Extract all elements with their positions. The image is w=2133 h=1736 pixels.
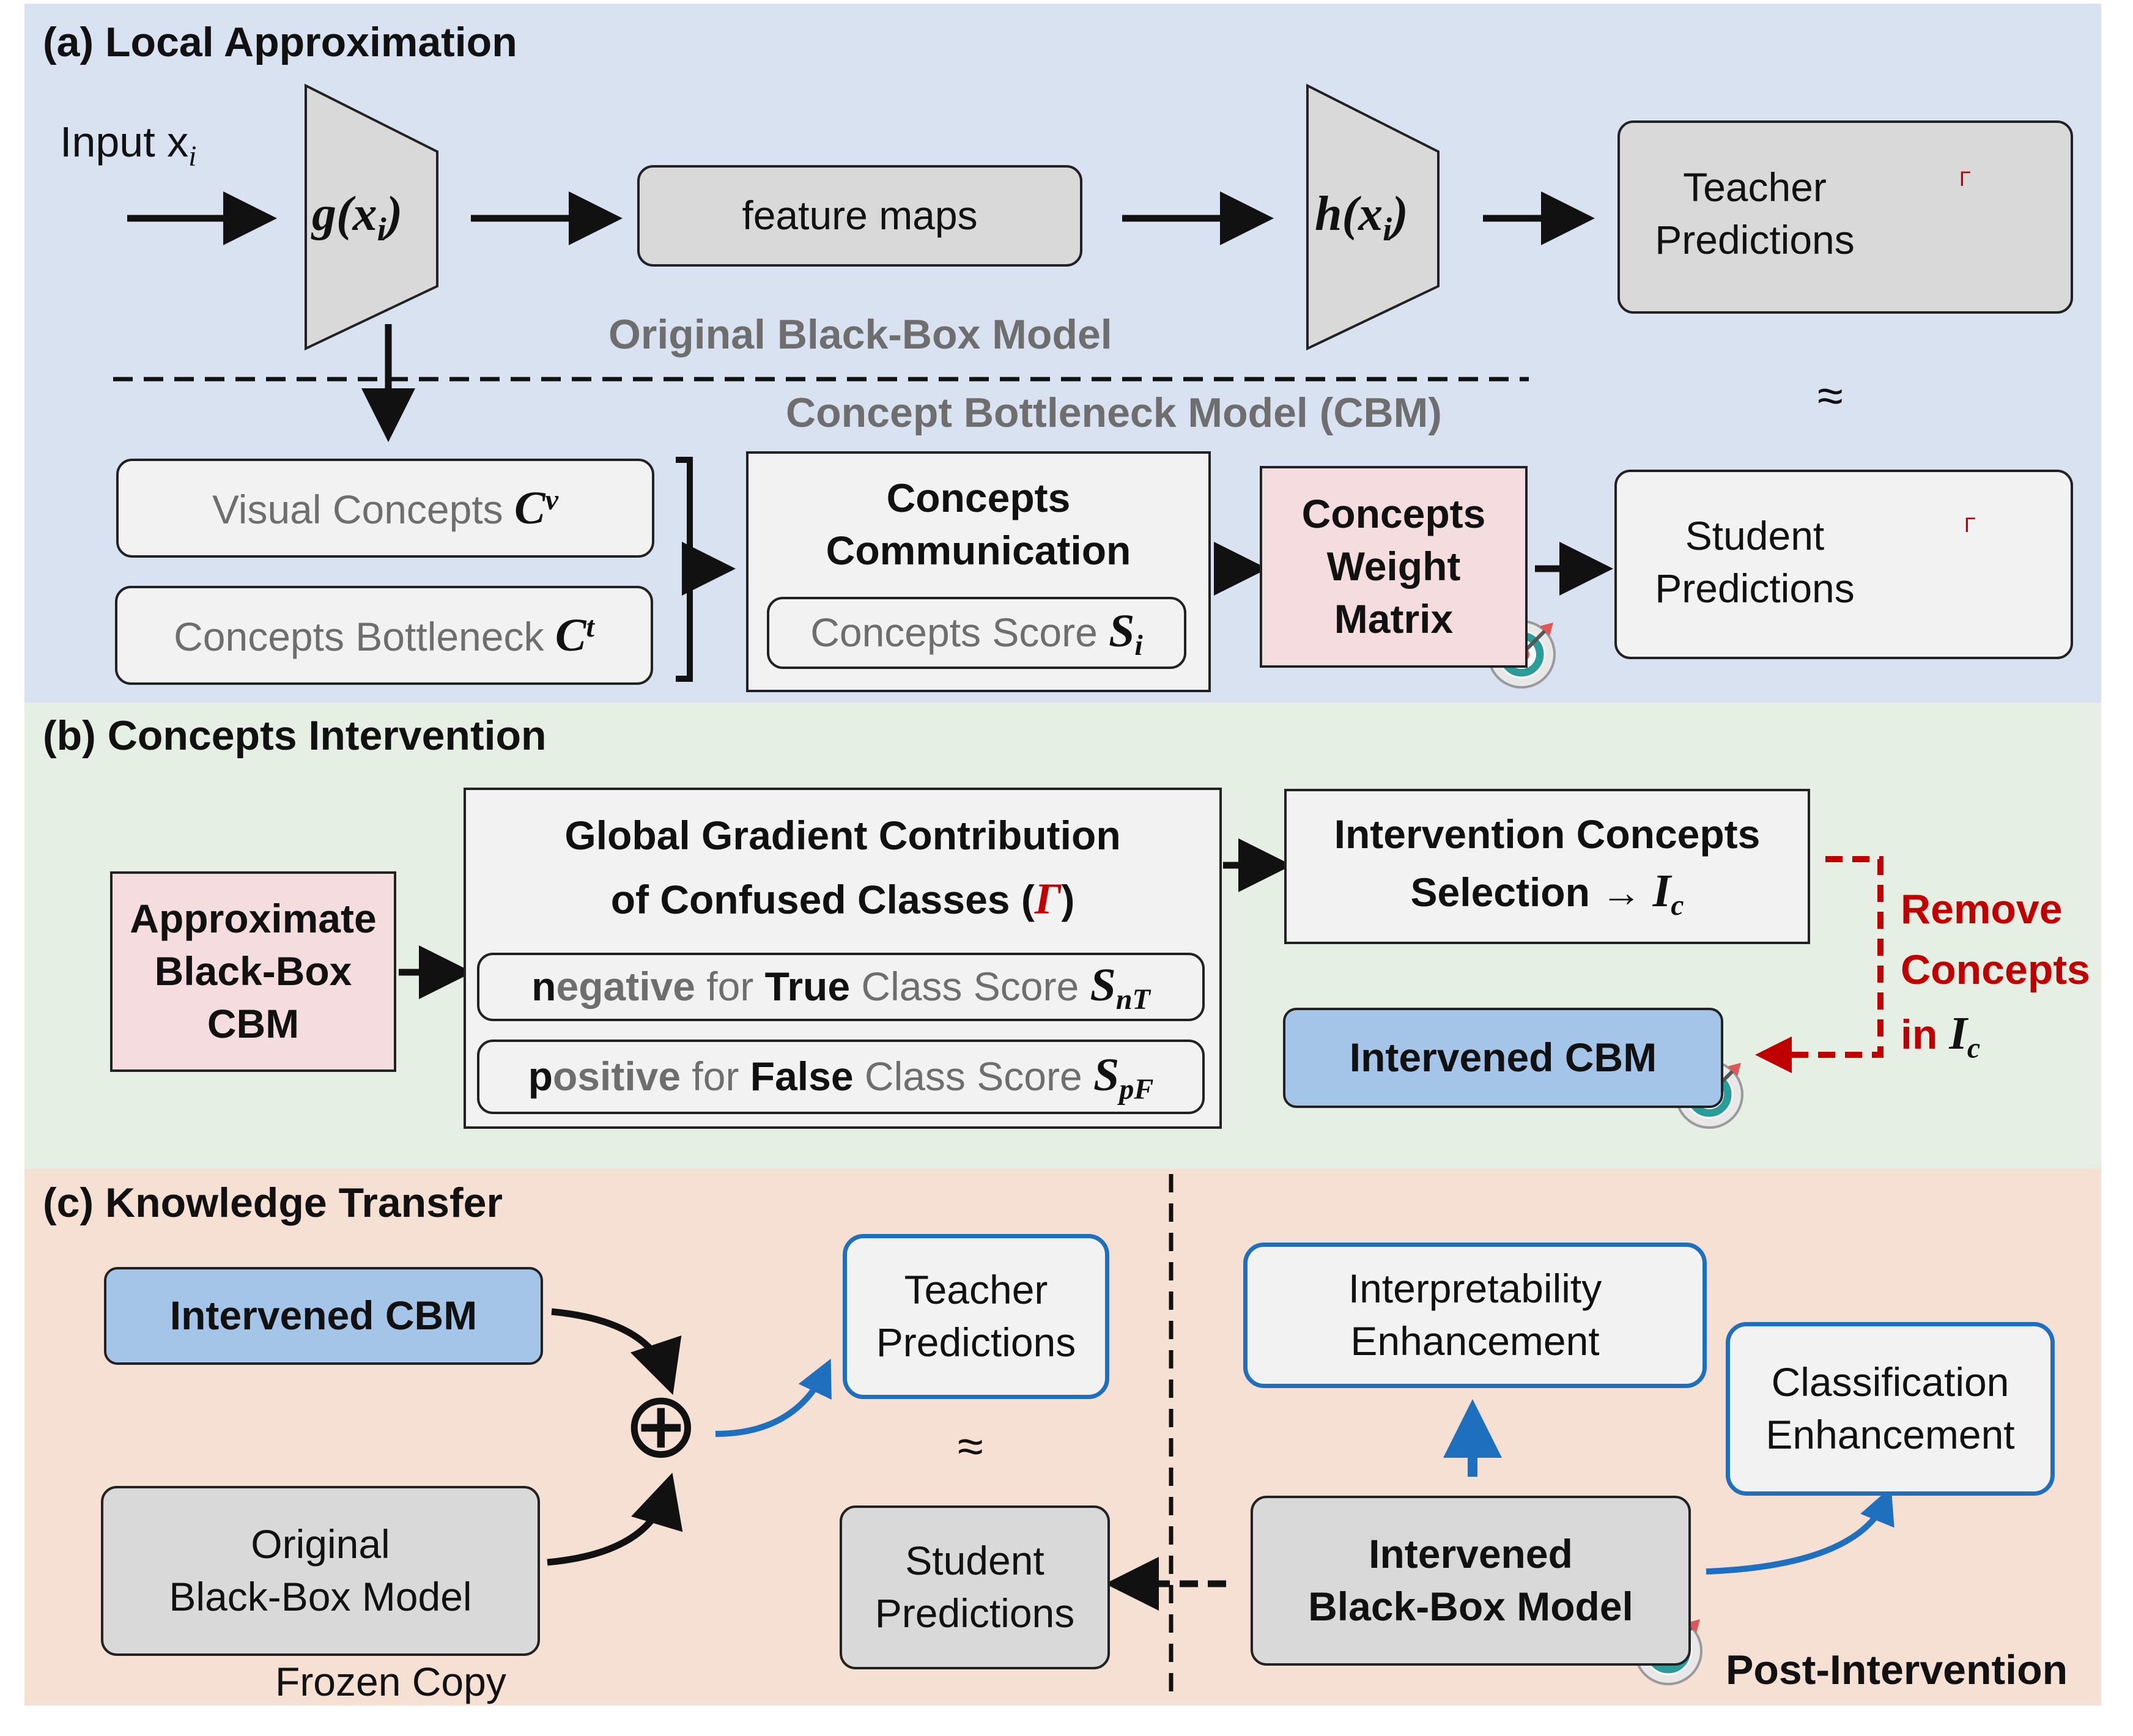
concepts-weight-matrix-box: Concepts Weight Matrix bbox=[1260, 466, 1528, 668]
post-intervention-label: Post-Intervention bbox=[1726, 1647, 2068, 1693]
panel-a-title: (a) Local Approximation bbox=[43, 19, 517, 65]
student-gamma-label: Γ bbox=[1964, 514, 1976, 537]
teacher-gamma-label: Γ bbox=[1959, 168, 1971, 191]
teacher-predictions-label: Teacher Predictions bbox=[1655, 164, 1855, 262]
classification-enhancement-box: Classification Enhancement bbox=[1726, 1322, 2055, 1496]
encoder-g-shape bbox=[305, 83, 438, 351]
decoder-h-label: h(xi) bbox=[1315, 187, 1408, 248]
concepts-score-box: Concepts Score Si bbox=[767, 597, 1186, 669]
student-predictions-label: Student Predictions bbox=[1655, 513, 1855, 611]
interpretability-enhancement-box: Interpretability Enhancement bbox=[1243, 1243, 1707, 1388]
original-model-label: Original Black-Box Model bbox=[608, 311, 1112, 358]
student-predictions-box-c: Student Predictions bbox=[840, 1505, 1110, 1669]
teacher-predictions-box bbox=[1617, 120, 2073, 314]
intervention-selection-box: Intervention Concepts Selection → Ic bbox=[1284, 789, 1810, 944]
feature-maps-box: feature maps bbox=[637, 165, 1082, 267]
input-label: Input xi bbox=[60, 118, 197, 172]
visual-concepts-box: Visual Concepts Cv bbox=[116, 459, 654, 558]
approx-symbol-a: ≈ bbox=[1817, 370, 1843, 422]
concepts-bottleneck-box: Concepts Bottleneck Ct bbox=[115, 586, 653, 685]
intervened-black-box-box: Intervened Black-Box Model bbox=[1251, 1496, 1691, 1666]
teacher-predictions-box-c: Teacher Predictions bbox=[843, 1234, 1109, 1399]
student-predictions-box bbox=[1614, 470, 2073, 659]
encoder-g-label: g(xi) bbox=[312, 187, 403, 248]
cbm-title-label: Concept Bottleneck Model (CBM) bbox=[786, 390, 1442, 436]
decoder-h-shape bbox=[1306, 83, 1440, 351]
positive-score-box: positive for False Class Score SpF bbox=[477, 1040, 1205, 1114]
frozen-copy-label: Frozen Copy bbox=[275, 1659, 506, 1704]
original-black-box-box: Original Black-Box Model bbox=[101, 1486, 540, 1656]
intervened-cbm-box-b: Intervened CBM bbox=[1283, 1008, 1723, 1108]
oplus-symbol: ⊕ bbox=[623, 1373, 700, 1476]
negative-score-box: negative for True Class Score SnT bbox=[477, 953, 1205, 1021]
panel-b-title: (b) Concepts Intervention bbox=[43, 712, 547, 759]
intervened-cbm-box-c: Intervened CBM bbox=[104, 1267, 543, 1365]
approx-symbol-c: ≈ bbox=[958, 1420, 983, 1472]
panel-c-title: (c) Knowledge Transfer bbox=[43, 1180, 503, 1226]
approximate-cbm-box: Approximate Black-Box CBM bbox=[110, 871, 396, 1072]
remove-concepts-label: Remove Concepts in Ic bbox=[1901, 886, 2090, 1065]
